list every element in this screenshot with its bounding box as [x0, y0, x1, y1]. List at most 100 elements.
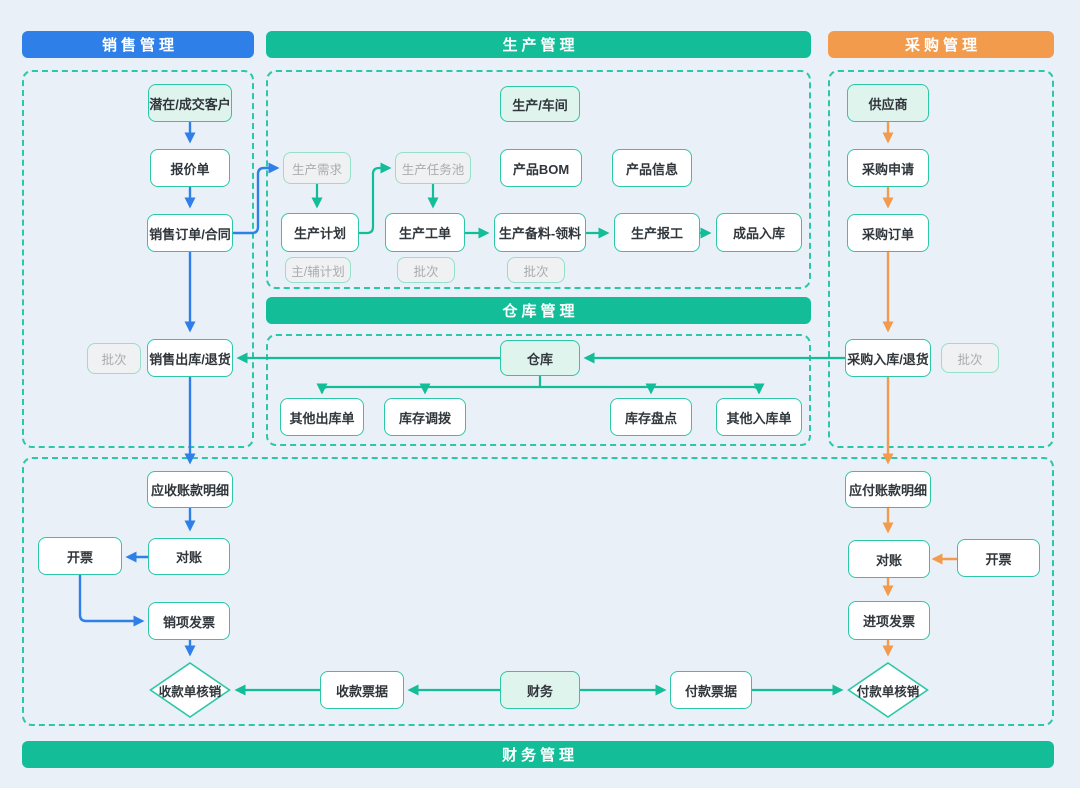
node-purchase-order: 采购订单	[847, 214, 929, 252]
node-label: 开票	[985, 551, 1012, 567]
node-label: 生产工单	[398, 226, 451, 241]
node-label: 销售出库/退货	[149, 351, 231, 367]
node-label: 生产任务池	[401, 162, 465, 177]
node-prod-task-pool: 生产任务池	[395, 152, 471, 184]
node-finance-hub: 财务	[500, 671, 580, 709]
node-label: 对账	[175, 550, 202, 565]
node-label: 生产/车间	[512, 97, 568, 113]
warehouse-region	[266, 334, 811, 446]
node-label: 生产需求	[291, 162, 342, 177]
node-label: 收款单核销	[158, 684, 222, 699]
node-label: 供应商	[868, 96, 908, 112]
sales-region	[22, 70, 254, 448]
node-label: 采购订单	[861, 226, 914, 242]
node-receipt-verification: 收款单核销	[149, 662, 231, 718]
sales-header-label: 销售管理	[101, 37, 178, 54]
node-label: 潜在/成交客户	[149, 96, 231, 112]
node-label: 应付账款明细	[848, 483, 927, 498]
node-stock-transfer: 库存调拨	[384, 398, 466, 436]
node-product-info: 产品信息	[612, 149, 692, 187]
node-purchase-reconcile: 对账	[848, 540, 930, 578]
node-purchase-invoicing: 开票	[957, 539, 1040, 577]
node-label: 成品入库	[732, 226, 785, 241]
node-label: 批次	[523, 264, 549, 279]
node-sales-outbound: 销售出库/退货	[147, 339, 233, 377]
node-receipt-note: 收款票据	[320, 671, 404, 709]
node-sales-invoicing: 开票	[38, 537, 122, 575]
production-header-label: 生产管理	[502, 37, 579, 54]
node-main-aux-plan: 主/辅计划	[285, 257, 351, 283]
node-label: 对账	[875, 552, 902, 568]
node-label: 采购入库/退货	[847, 351, 929, 367]
node-label: 生产备料-领料	[498, 226, 582, 241]
diamond-shape	[149, 662, 231, 718]
diamond-shape	[847, 662, 929, 718]
node-label: 其他出库单	[289, 410, 355, 426]
node-label: 产品信息	[625, 161, 678, 177]
node-customer: 潜在/成交客户	[148, 84, 232, 122]
node-label: 付款单核销	[856, 684, 920, 699]
orange-arrows	[882, 122, 957, 657]
node-label: 批次	[101, 353, 127, 367]
purchase-region	[828, 70, 1054, 448]
node-label: 生产计划	[293, 226, 346, 241]
node-label: 批次	[957, 352, 983, 367]
node-label: 生产报工	[630, 226, 683, 241]
node-prod-demand: 生产需求	[283, 152, 351, 184]
node-purchase-request: 采购申请	[847, 149, 929, 187]
node-label: 开票	[66, 549, 93, 565]
node-prod-report: 生产报工	[614, 213, 700, 252]
node-prod-work-order: 生产工单	[385, 213, 465, 252]
node-label: 产品BOM	[512, 161, 570, 177]
node-purchase-batch: 批次	[941, 343, 999, 373]
node-product-bom: 产品BOM	[500, 149, 582, 187]
node-label: 主/辅计划	[291, 264, 345, 279]
finance-region	[22, 457, 1054, 726]
node-output-invoice: 销项发票	[148, 602, 230, 640]
node-prod-plan: 生产计划	[281, 213, 359, 252]
node-sales-batch: 批次	[87, 343, 141, 374]
node-payment-note: 付款票据	[670, 671, 752, 709]
node-input-invoice: 进项发票	[848, 601, 930, 640]
node-label: 其他入库单	[726, 410, 792, 426]
node-prod-material: 生产备料-领料	[494, 213, 586, 252]
node-supplier: 供应商	[847, 84, 929, 122]
node-payable-detail: 应付账款明细	[845, 471, 931, 508]
node-label: 报价单	[170, 161, 210, 177]
sales-header-bar: 销售管理	[22, 31, 254, 58]
node-receivable-detail: 应收账款明细	[147, 471, 233, 508]
node-sales-reconcile: 对账	[148, 538, 230, 575]
node-purchase-inbound: 采购入库/退货	[845, 339, 931, 377]
node-label: 仓库	[526, 351, 553, 367]
node-label: 应收账款明细	[150, 483, 229, 498]
node-label: 销售订单/合同	[149, 226, 231, 242]
production-header-bar: 生产管理	[266, 31, 811, 58]
node-label: 采购申请	[861, 161, 914, 177]
node-label: 库存调拨	[398, 410, 451, 426]
warehouse-header-bar: 仓库管理	[266, 297, 811, 324]
green-arrows	[234, 162, 845, 696]
node-label: 批次	[413, 264, 439, 279]
finance-header-bar: 财务管理	[22, 741, 1054, 768]
node-finished-inbound: 成品入库	[716, 213, 802, 252]
node-material-batch: 批次	[507, 257, 565, 283]
node-work-order-batch: 批次	[397, 257, 455, 283]
warehouse-header-label: 仓库管理	[502, 303, 579, 320]
node-quotation: 报价单	[150, 149, 230, 187]
node-label: 进项发票	[862, 614, 915, 629]
node-label: 付款票据	[684, 683, 737, 699]
production-region	[266, 70, 811, 289]
node-sales-order: 销售订单/合同	[147, 214, 233, 252]
blue-arrows	[78, 122, 280, 657]
node-warehouse: 仓库	[500, 340, 580, 376]
node-label: 收款票据	[335, 683, 388, 699]
node-other-outbound: 其他出库单	[280, 398, 364, 436]
purchase-header-label: 采购管理	[904, 37, 981, 54]
node-stock-check: 库存盘点	[610, 398, 692, 436]
node-label: 财务	[526, 683, 553, 699]
node-other-inbound: 其他入库单	[716, 398, 802, 436]
finance-header-label: 财务管理	[501, 747, 578, 764]
node-payment-verification: 付款单核销	[847, 662, 929, 718]
